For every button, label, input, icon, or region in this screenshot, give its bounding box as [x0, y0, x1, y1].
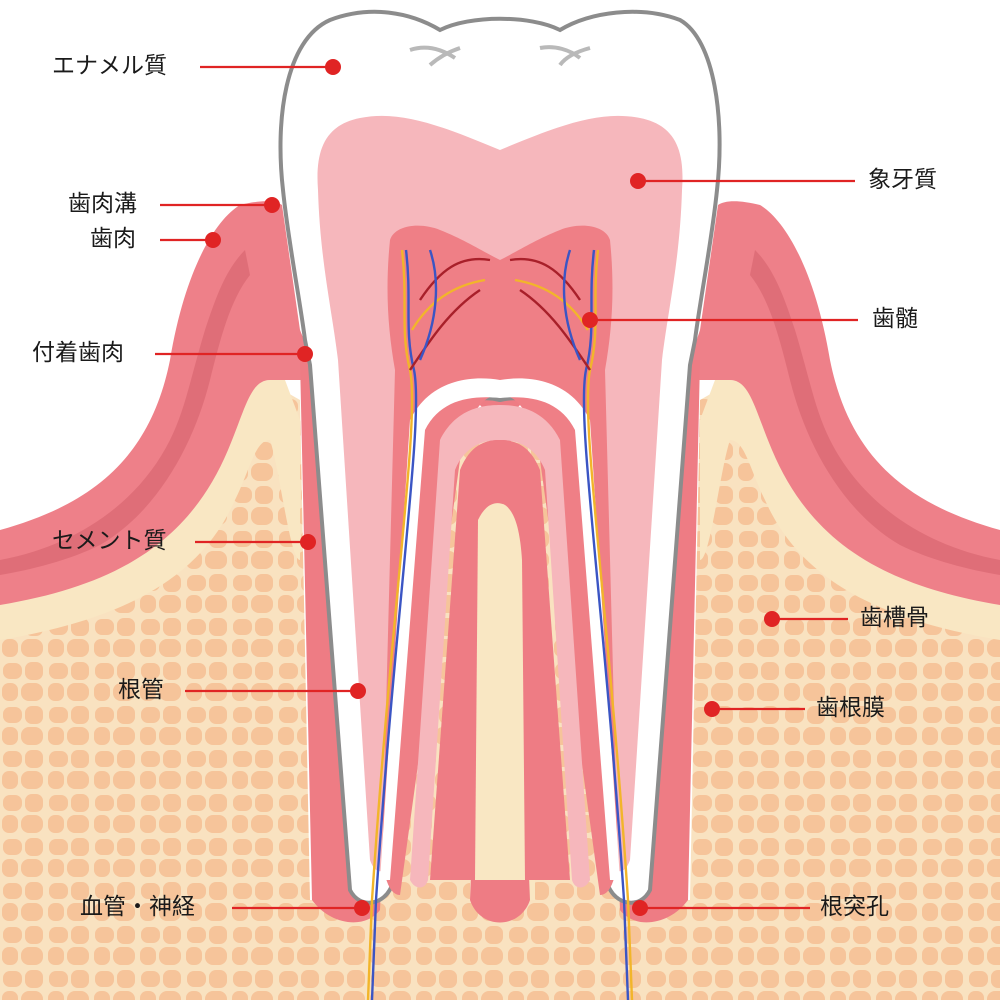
label-periodontal-ligament: 歯根膜	[816, 695, 885, 721]
gingiva	[0, 201, 1000, 605]
label-alveolar-bone: 歯槽骨	[860, 605, 929, 631]
nerves-vessels	[366, 249, 634, 1000]
label-gingiva: 歯肉	[90, 226, 136, 252]
label-enamel: エナメル質	[52, 53, 167, 79]
label-vessels-nerves: 血管・神経	[80, 894, 195, 920]
label-pulp: 歯髄	[872, 306, 918, 332]
label-cementum: セメント質	[52, 528, 167, 554]
tooth	[278, 9, 722, 905]
label-apical-foramen: 根突孔	[820, 894, 889, 920]
label-root-canal: 根管	[118, 677, 164, 703]
leaders	[155, 59, 858, 916]
label-attached-gingiva: 付着歯肉	[32, 340, 124, 366]
label-dentin: 象牙質	[868, 167, 937, 193]
label-gingival-sulcus: 歯肉溝	[68, 191, 137, 217]
